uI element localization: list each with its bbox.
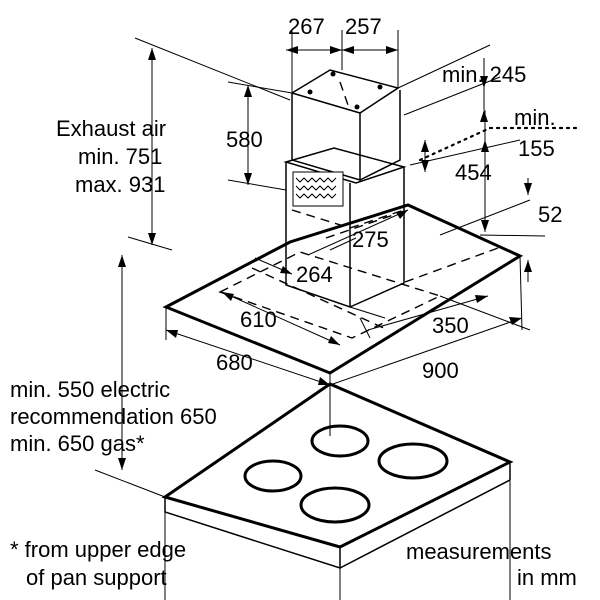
dim-610: 610 [240, 307, 277, 332]
dim-min-155-prefix: min. [514, 105, 556, 130]
exhaust-air-max: max. 931 [75, 172, 166, 197]
clearance-gas: min. 650 gas* [10, 431, 145, 456]
canopy-inner-hidden [218, 251, 442, 339]
dim-350: 350 [432, 313, 469, 338]
vent-grille [292, 171, 344, 207]
dim-275: 275 [352, 227, 389, 252]
units-line1: measurements [406, 539, 552, 564]
dim-900: 900 [422, 358, 459, 383]
hob-burner-right [377, 442, 449, 480]
dim-680: 680 [216, 350, 253, 375]
hob-burner-front [299, 486, 371, 524]
dim-min-245: min. 245 [442, 62, 526, 87]
clearance-electric: min. 550 electric [10, 377, 170, 402]
dim-267: 267 [288, 14, 325, 39]
chimney-upper-front [291, 93, 361, 182]
hob-burner-left [243, 459, 303, 493]
units-line2: in mm [517, 565, 577, 590]
hob-front-edge [164, 497, 341, 570]
dim-264: 264 [296, 262, 333, 287]
labels: 267 257 Exhaust air min. 751 max. 931 58… [10, 14, 577, 590]
hob-burner-back [310, 424, 370, 458]
dim-454: 454 [455, 160, 492, 185]
canopy-outline [162, 203, 524, 375]
clearance-recommendation: recommendation 650 [10, 404, 217, 429]
exhaust-air-label: Exhaust air [56, 116, 166, 141]
chimney-lower-front [285, 162, 351, 309]
dimension-lines [94, 30, 582, 498]
footnote-line1: * from upper edge [10, 537, 186, 562]
dim-52: 52 [538, 202, 562, 227]
hob-right-edge [339, 479, 511, 569]
dim-580: 580 [226, 127, 263, 152]
footnote-line2: of pan support [26, 565, 167, 590]
hood-canopy [162, 203, 524, 375]
exhaust-air-min: min. 751 [78, 144, 162, 169]
dim-min-155-value: 155 [518, 136, 555, 161]
dim-257: 257 [345, 14, 382, 39]
hob [161, 382, 514, 600]
